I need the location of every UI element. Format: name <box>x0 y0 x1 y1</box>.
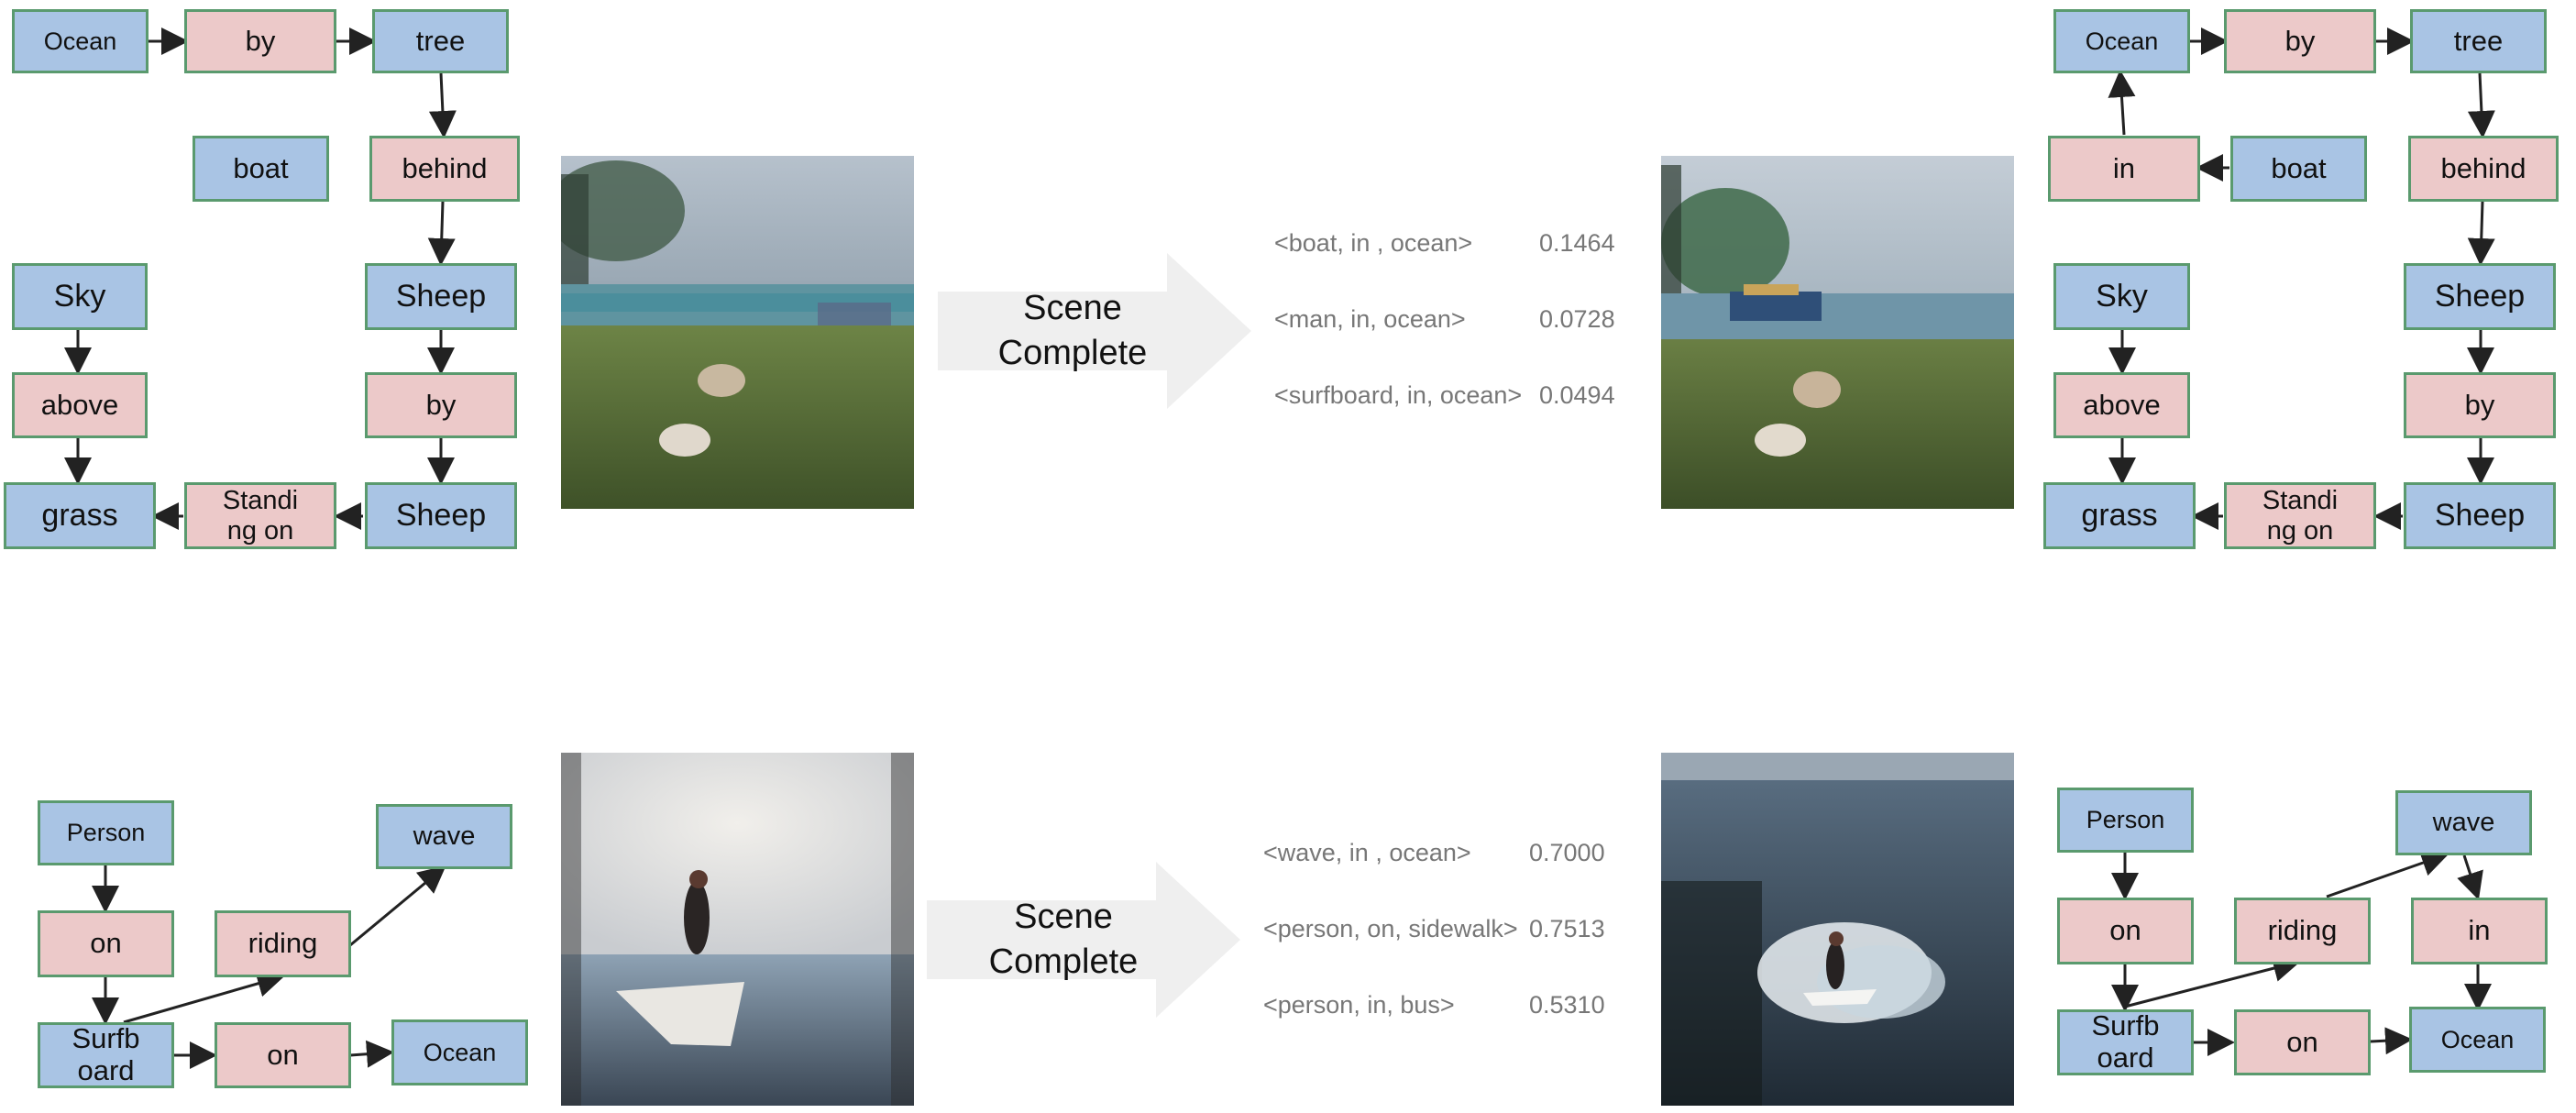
node-person: Person <box>38 800 174 865</box>
node-ocean: Ocean <box>391 1019 528 1085</box>
edge-riding-wave <box>349 865 446 947</box>
node-behind: behind <box>369 136 520 202</box>
node-surfboard: Surfb oard <box>38 1022 174 1088</box>
node-wave: wave <box>2395 790 2532 855</box>
edge-wave-in-r <box>2457 854 2483 900</box>
scene-complete-arrow <box>927 862 1240 1018</box>
node-person: Person <box>2057 788 2194 853</box>
edge-behind-sheep-r <box>2467 201 2495 266</box>
triple-text: <surfboard, in, ocean> <box>1274 381 1523 409</box>
edge-riding-wave-r <box>2326 849 2449 898</box>
triple-score: 0.5310 <box>1529 991 1605 1019</box>
node-grass: grass <box>2043 482 2196 549</box>
node-standing-on: Standi ng on <box>184 482 336 549</box>
node-boat: boat <box>193 136 329 202</box>
triple-score: 0.0494 <box>1539 381 1615 409</box>
edge-on-ocean <box>349 1040 394 1068</box>
edge-surfboard-riding <box>123 970 285 1024</box>
node-on: on <box>2234 1009 2371 1075</box>
node-sky: Sky <box>2053 263 2190 330</box>
node-ocean: Ocean <box>2409 1007 2546 1073</box>
triple-text: <boat, in , ocean> <box>1274 229 1473 257</box>
node-on: on <box>215 1022 351 1088</box>
node-by: by <box>365 372 517 438</box>
node-by: by <box>2224 9 2376 73</box>
node-sky: Sky <box>12 263 148 330</box>
node-boat: boat <box>2230 136 2367 202</box>
node-tree: tree <box>2410 9 2547 73</box>
triple-text: <person, on, sidewalk> <box>1263 915 1518 942</box>
triple-score: 0.0728 <box>1539 305 1615 333</box>
node-sheep: Sheep <box>2404 482 2556 549</box>
edge-on-ocean-r <box>2370 1027 2413 1055</box>
triple-score: 0.7000 <box>1529 839 1605 866</box>
node-wave: wave <box>376 804 512 869</box>
node-riding: riding <box>2234 898 2371 964</box>
edge-surfboard-riding-r <box>2124 954 2301 1008</box>
node-by: by <box>184 9 336 73</box>
edge-behind-sheep <box>427 201 456 266</box>
completed-image-sheep-field <box>1661 156 2014 509</box>
triple-text: <person, in, bus> <box>1263 991 1455 1019</box>
node-in: in <box>2411 898 2548 964</box>
node-on: on <box>2057 898 2194 964</box>
completed-image-surfer <box>1661 753 2014 1106</box>
node-standing-on: Standi ng on <box>2224 482 2376 549</box>
triple-text: <wave, in , ocean> <box>1263 839 1471 866</box>
generated-image-sheep-field <box>561 156 914 509</box>
node-above: above <box>12 372 148 438</box>
scene-complete-arrow <box>938 253 1251 409</box>
node-surfboard: Surfb oard <box>2057 1009 2194 1075</box>
node-ocean: Ocean <box>12 9 149 73</box>
node-sheep: Sheep <box>2404 263 2556 330</box>
node-sheep: Sheep <box>365 482 517 549</box>
triple-score: 0.1464 <box>1539 229 1615 257</box>
node-on: on <box>38 910 174 977</box>
edge-tree-behind-r <box>2467 72 2495 138</box>
node-sheep: Sheep <box>365 263 517 330</box>
node-ocean: Ocean <box>2053 9 2190 73</box>
node-tree: tree <box>372 9 509 73</box>
node-grass: grass <box>4 482 156 549</box>
triple-text: <man, in, ocean> <box>1274 305 1466 333</box>
edge-tree-behind <box>428 72 457 138</box>
node-in: in <box>2048 136 2200 202</box>
edge-in-ocean-r <box>2108 70 2136 136</box>
node-above: above <box>2053 372 2190 438</box>
scene-complete-label: Scene Complete <box>997 289 1148 372</box>
scene-complete-label: Scene Complete <box>988 898 1139 981</box>
node-behind: behind <box>2408 136 2559 202</box>
node-riding: riding <box>215 910 351 977</box>
generated-image-surfer <box>561 753 914 1106</box>
node-by: by <box>2404 372 2556 438</box>
triple-score: 0.7513 <box>1529 915 1605 942</box>
